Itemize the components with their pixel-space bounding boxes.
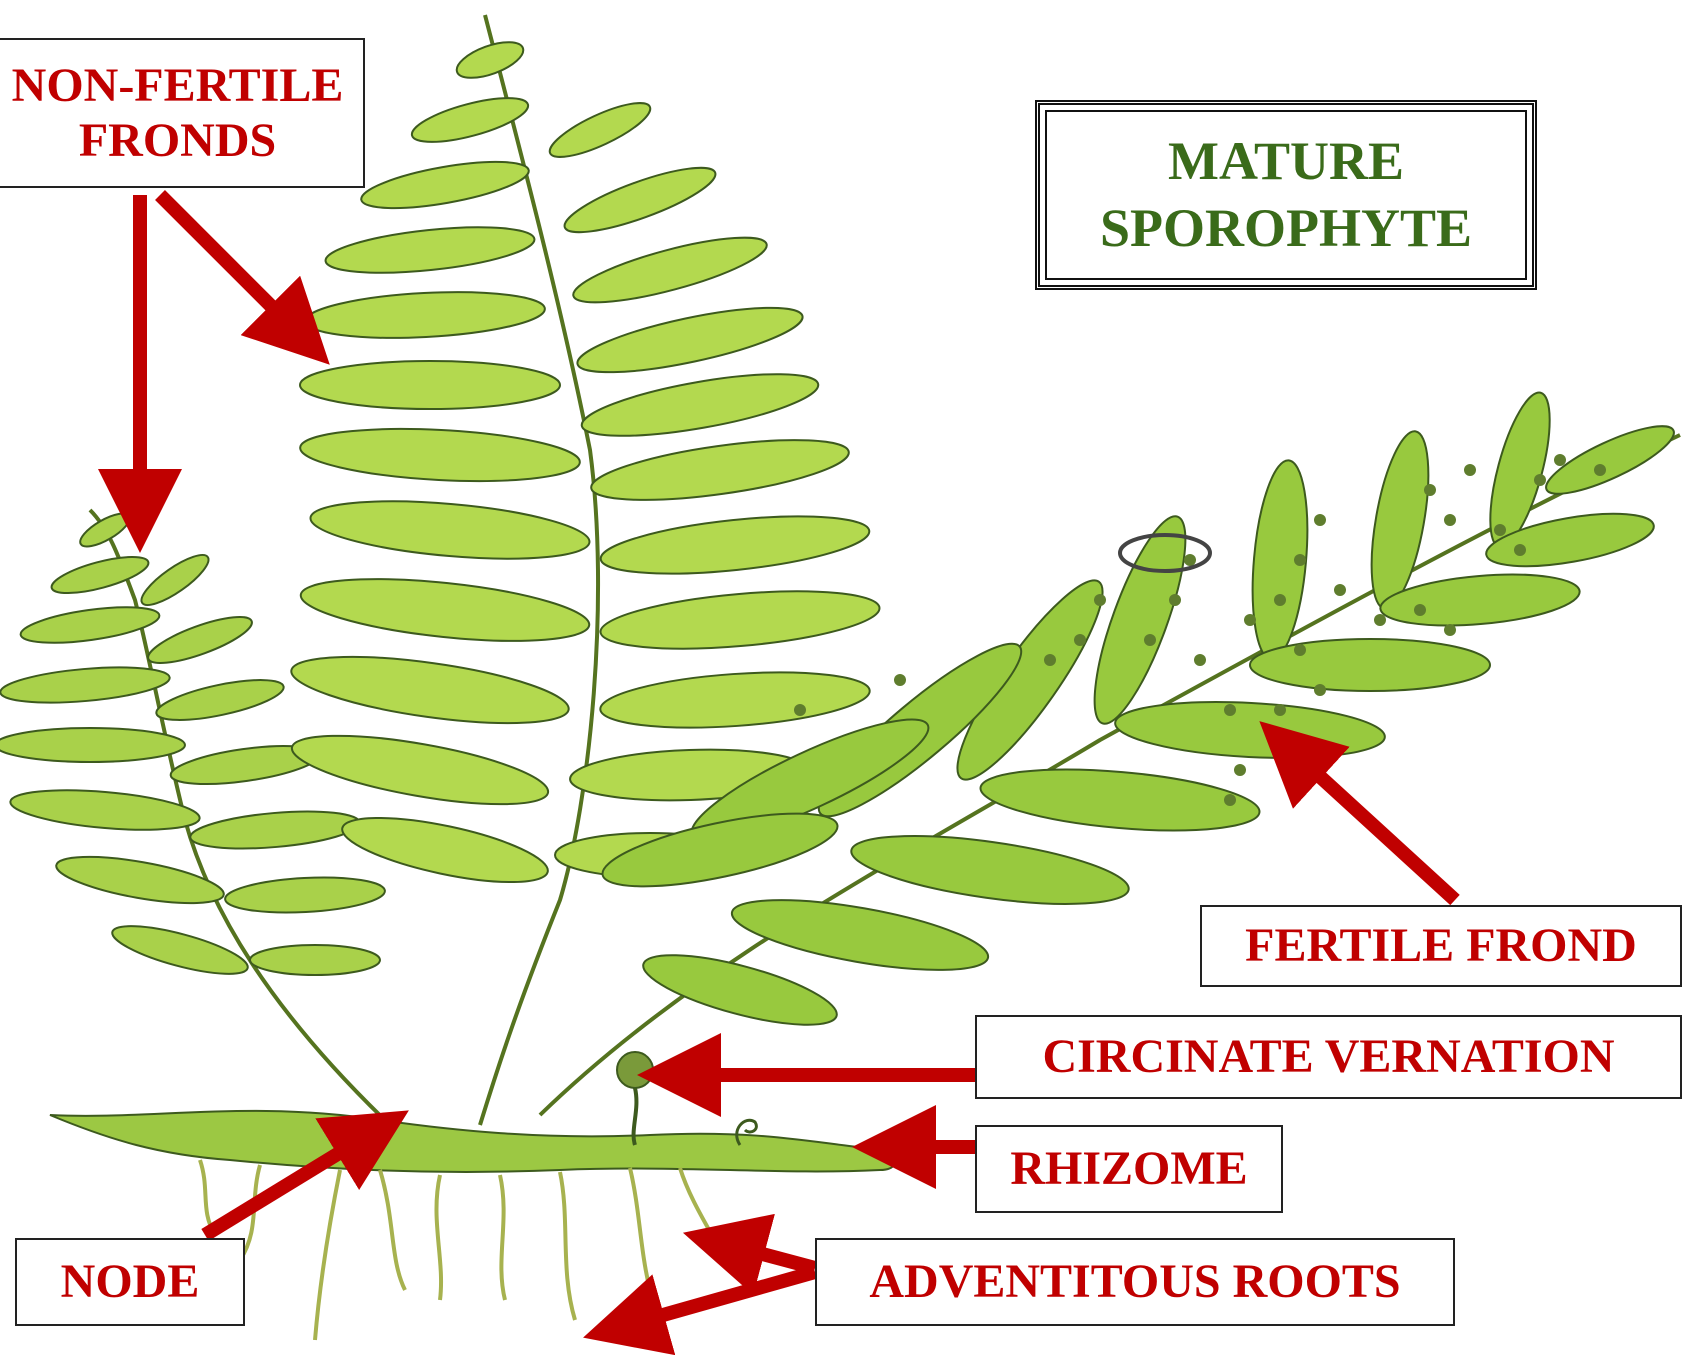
pinna <box>53 848 227 913</box>
label-fertile-frond: FERTILE FROND <box>1200 905 1682 987</box>
title-line2: SPOROPHYTE <box>1100 195 1472 263</box>
pinna <box>599 665 872 736</box>
label-circinate-vernation: CIRCINATE VERNATION <box>975 1015 1682 1099</box>
pinna <box>408 89 532 151</box>
pinna <box>598 506 872 584</box>
pinna <box>978 760 1262 840</box>
pinna <box>48 550 151 601</box>
title-line1: MATURE <box>1168 128 1404 196</box>
pinna <box>153 672 286 728</box>
pinna <box>288 644 573 736</box>
pinna <box>189 806 361 855</box>
pinna <box>0 728 185 762</box>
pinna <box>300 361 560 409</box>
label-adventitious-roots: ADVENTITOUS ROOTS <box>815 1238 1455 1326</box>
pinna <box>9 784 201 836</box>
label-rhizome: RHIZOME <box>975 1125 1283 1213</box>
pinna <box>323 219 536 281</box>
pinna <box>588 428 852 512</box>
pinna <box>0 662 171 709</box>
pinna <box>304 287 546 344</box>
pinna <box>1114 696 1386 764</box>
pinna <box>358 153 532 218</box>
pinna <box>224 874 386 916</box>
label-non-fertile-line2: FRONDS <box>79 113 276 168</box>
pinna <box>308 492 591 568</box>
label-non-fertile-line1: NON-FERTILE <box>12 58 344 113</box>
pinna <box>299 423 581 488</box>
pinna <box>250 945 380 975</box>
circinate-coil <box>617 1052 653 1088</box>
pinna <box>287 722 552 818</box>
arrow-roots-upper <box>710 1240 815 1268</box>
label-non-fertile-fronds: NON-FERTILE FRONDS <box>0 38 365 188</box>
pinna <box>135 547 214 613</box>
pinna <box>1250 639 1490 691</box>
pinna <box>452 35 527 85</box>
pinna <box>144 608 257 672</box>
arrow-nonfertile-to-central <box>160 195 310 345</box>
pinna <box>727 886 992 984</box>
label-node: NODE <box>15 1238 245 1326</box>
arrow-fertile-frond <box>1280 740 1455 900</box>
diagram-title: MATURE SPOROPHYTE <box>1035 100 1537 290</box>
arrow-roots-lower <box>610 1272 815 1330</box>
pinna <box>559 156 722 245</box>
pinna <box>598 582 881 658</box>
pinna <box>544 93 656 167</box>
pinna <box>578 362 822 449</box>
pinna <box>847 823 1132 917</box>
pinna <box>298 568 592 652</box>
pinna <box>76 507 134 552</box>
pinna <box>568 225 772 315</box>
pinna <box>573 295 807 386</box>
pinna <box>19 600 162 649</box>
